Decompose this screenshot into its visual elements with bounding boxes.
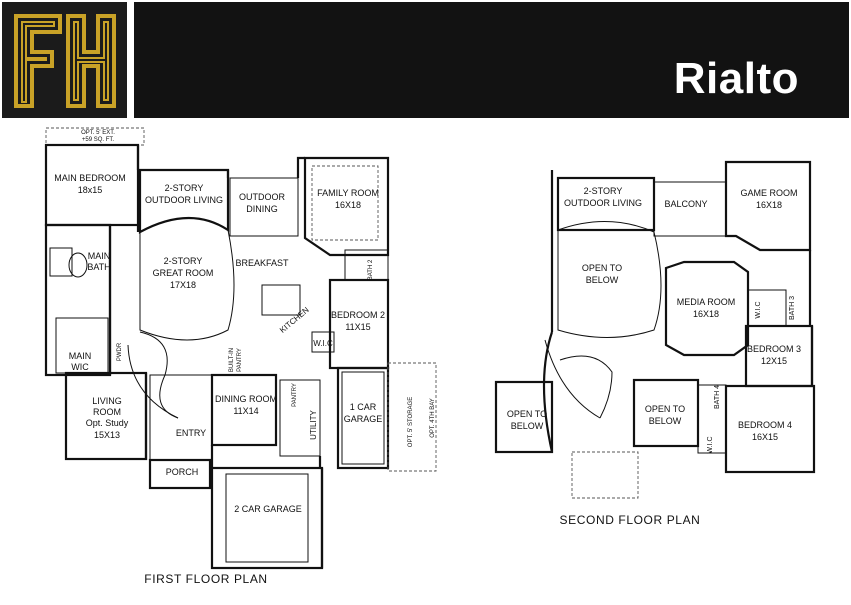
media-room-label: MEDIA ROOM [677,297,736,307]
dining-room-label: DINING ROOM [215,394,277,404]
utility-label: UTILITY [309,409,318,439]
bedroom2-size: 11X15 [345,322,370,332]
main-bath-label-1: MAIN [88,251,111,261]
built-in-pantry-label-1: BUILT-IN [229,348,235,372]
game-room-label: GAME ROOM [740,188,797,198]
bedroom4-wic-label: W.I.C [707,436,714,453]
open-below-a-label-1: OPEN TO [582,263,622,273]
open-below-b-label-1: OPEN TO [507,409,547,419]
first-floor-caption: FIRST FLOOR PLAN [144,572,267,586]
bedroom4-size: 16X15 [752,432,778,442]
fourth-bay-label: OPT. 4TH BAY [430,398,436,438]
open-below-c-label-2: BELOW [649,416,682,426]
brand-logo [2,2,127,118]
media-room-size: 16X18 [693,309,719,319]
balcony-label: BALCONY [664,199,707,209]
main-bedroom-size: 18x15 [78,185,103,195]
plan-title: Rialto [673,54,799,103]
great-room-label-1: 2-STORY [164,256,203,266]
second-floor-plan [494,160,816,499]
bedroom2-label: BEDROOM 2 [331,310,385,320]
two-car-garage-label: 2 CAR GARAGE [234,504,302,514]
storage-label: OPT. 5' STORAGE [408,397,414,447]
entry-label: ENTRY [176,428,206,438]
opt-extension-label-2: +59 SQ. FT. [82,137,115,143]
great-room-size: 17X18 [170,280,196,290]
porch-label: PORCH [166,467,199,477]
built-in-pantry-label-2: PANTRY [237,348,243,372]
outdoor-living-label-1: 2-STORY [165,183,204,193]
floor-plans: OPT. 5' EXT. +59 SQ. FT. MAIN BEDROOM 18… [0,120,851,600]
outdoor-dining-label-2: DINING [246,204,278,214]
main-bedroom-label: MAIN BEDROOM [54,173,126,183]
outdoor-living-label-2: OUTDOOR LIVING [145,195,223,205]
one-car-garage-label-2: GARAGE [344,414,383,424]
open-below-a-label-2: BELOW [586,275,619,285]
title-bar: Rialto [134,2,849,118]
main-wic-label-2: WIC [71,362,89,372]
family-room-label: FAMILY ROOM [317,188,379,198]
open-below-b-label-2: BELOW [511,421,544,431]
kitchen-label: KITCHEN [278,305,311,335]
game-room-size: 16X18 [756,200,782,210]
bedroom2-wic-label: W.I.C [313,339,333,348]
second-floor-caption: SECOND FLOOR PLAN [560,513,701,527]
pantry-label: PANTRY [292,383,298,407]
living-room-label-1: LIVING [92,396,122,406]
bedroom3-size: 12X15 [761,356,787,366]
living-room-label-3: Opt. Study [86,418,129,428]
outdoor-dining-label-1: OUTDOOR [239,192,285,202]
bath2-label: BATH 2 [368,259,374,280]
great-room-label-2: GREAT ROOM [153,268,214,278]
header: Rialto [0,0,851,120]
open-below-c-label-1: OPEN TO [645,404,685,414]
living-room-size: 15X13 [94,430,120,440]
bath4-label: BATH 4 [714,385,721,409]
dining-room-size: 11X14 [233,406,258,416]
upper-outdoor-living-label-1: 2-STORY [584,186,623,196]
first-floor-plan [44,127,437,570]
breakfast-label: BREAKFAST [235,258,289,268]
living-room-label-2: ROOM [93,407,121,417]
fh-monogram-icon [14,14,116,108]
main-wic-label-1: MAIN [69,351,92,361]
one-car-garage-label-1: 1 CAR [350,402,377,412]
floor-plan-drawing: OPT. 5' EXT. +59 SQ. FT. MAIN BEDROOM 18… [44,127,816,586]
opt-extension-label-1: OPT. 5' EXT. [81,130,115,136]
bedroom4-label: BEDROOM 4 [738,420,792,430]
bedroom3-wic-label: W.I.C [755,301,762,318]
powder-label: PWDR [117,342,123,361]
upper-outdoor-living-label-2: OUTDOOR LIVING [564,198,642,208]
bath3-label: BATH 3 [789,296,796,320]
family-room-size: 16X18 [335,200,361,210]
main-bath-label-2: BATH [87,262,110,272]
bedroom3-label: BEDROOM 3 [747,344,801,354]
